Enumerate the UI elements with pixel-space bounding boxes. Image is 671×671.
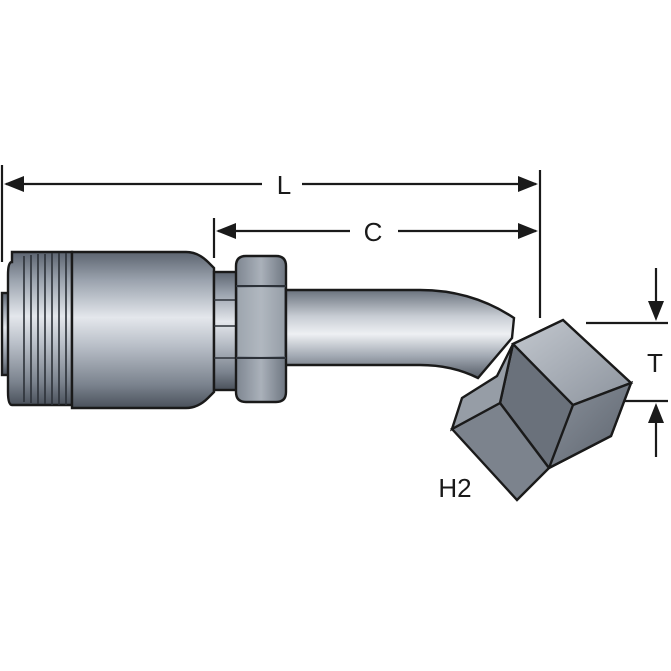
label-c: C (364, 217, 383, 247)
straight-hex (234, 254, 288, 404)
label-h2: H2 (438, 473, 471, 503)
body-grooved-section (6, 250, 74, 407)
body-neck (212, 270, 240, 392)
label-t: T (647, 348, 663, 378)
body-shell (70, 250, 216, 410)
swivel-nut (449, 318, 634, 502)
dimension-l: L (0, 165, 542, 318)
nut-chamfer (449, 343, 515, 432)
hex-flat-highlight (238, 288, 284, 356)
tube-body (280, 288, 516, 380)
nut-right-face (546, 380, 634, 471)
dimension-c: C (212, 217, 538, 258)
arrow-right-icon (518, 176, 538, 192)
arrow-down-icon (648, 301, 664, 321)
dimension-t: T (586, 268, 668, 457)
arrow-right-icon (518, 223, 538, 239)
arrow-left-icon (216, 223, 236, 239)
body-grooves (23, 253, 67, 405)
label-l: L (277, 170, 291, 200)
arrow-left-icon (4, 176, 24, 192)
bent-tube (280, 288, 516, 380)
arrow-up-icon (648, 403, 664, 423)
coupling-body (0, 250, 240, 410)
